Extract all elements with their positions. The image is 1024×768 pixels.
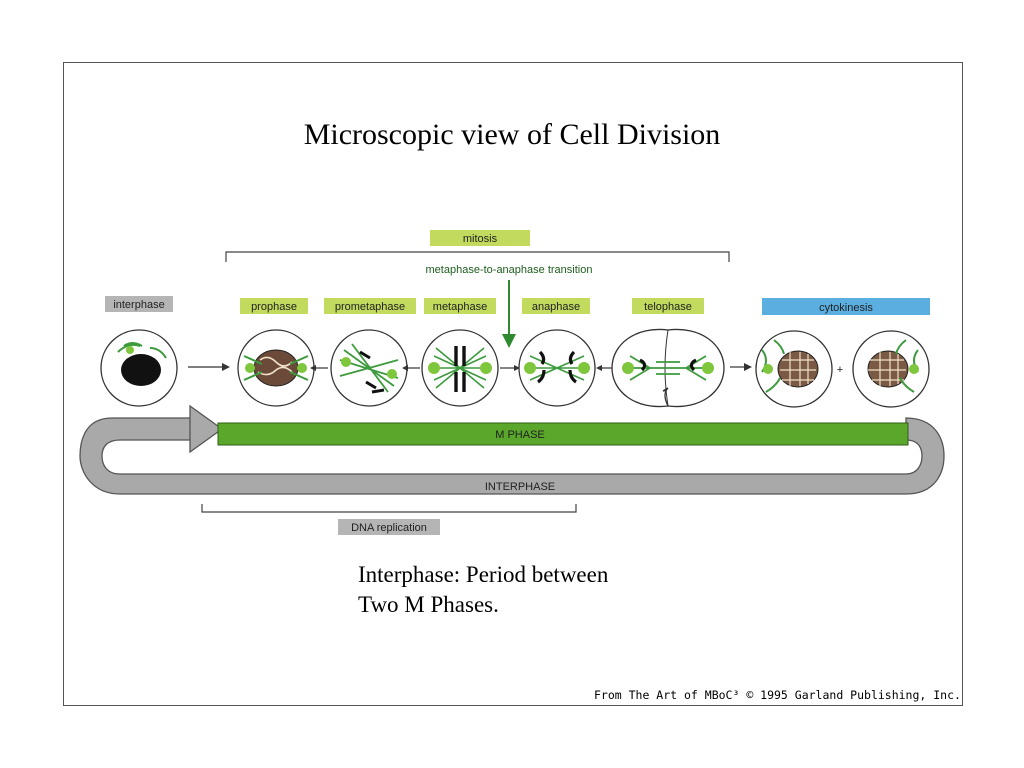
transition-label: metaphase-to-anaphase transition [426,264,593,276]
caption-line-1: Interphase: Period between [358,562,609,587]
telophase-label-box [632,298,704,314]
arrow-icon [596,365,602,371]
dna-replication-label: DNA replication [351,522,427,534]
mitosis-label: mitosis [463,233,498,245]
prophase-label-box [240,298,308,314]
daughter-cell-left [755,330,833,408]
cytokinesis-label-box [762,298,930,315]
metaphase-label: metaphase [433,301,487,313]
caption-line-2: Two M Phases. [358,592,499,617]
arrow-icon [514,365,520,371]
transition-arrow-icon [502,334,516,348]
anaphase-cell [518,329,596,407]
dna-replication-label-box [338,519,440,535]
interphase-label-box [105,296,173,312]
prometaphase-label: prometaphase [335,301,405,313]
prophase-label: prophase [251,301,297,313]
prophase-cell [237,329,315,407]
metaphase-label-box [424,298,496,314]
anaphase-label-box [522,298,590,314]
daughter-cell-right [852,330,930,408]
mitosis-label-box [430,230,530,246]
mitosis-bracket [225,251,730,262]
telophase-label: telophase [644,301,692,313]
anaphase-label: anaphase [532,301,580,313]
arrow-icon [744,363,752,371]
m-phase-label: M PHASE [495,429,545,441]
interphase-label: interphase [113,299,164,311]
slide-title: Microscopic view of Cell Division [303,118,721,151]
arrow-icon [310,365,316,371]
plus-sign: + [837,364,843,376]
credit-line: From The Art of MBoC³ © 1995 Garland Pub… [594,688,961,702]
caption: Interphase: Period between Two M Phases. [358,560,608,620]
telophase-cell [611,328,725,408]
prometaphase-cell [330,329,408,407]
arrow-icon [222,363,230,371]
m-phase-bar [217,422,909,446]
metaphase-cell [421,329,499,407]
prometaphase-label-box [324,298,416,314]
arrow-icon [402,365,408,371]
interphase-loop [79,417,945,495]
interphase-cell [100,329,178,407]
loop-arrowhead-icon [189,404,224,454]
cytokinesis-label: cytokinesis [819,302,873,314]
interphase-bar-label: INTERPHASE [485,481,555,493]
dna-replication-bracket [201,504,577,513]
